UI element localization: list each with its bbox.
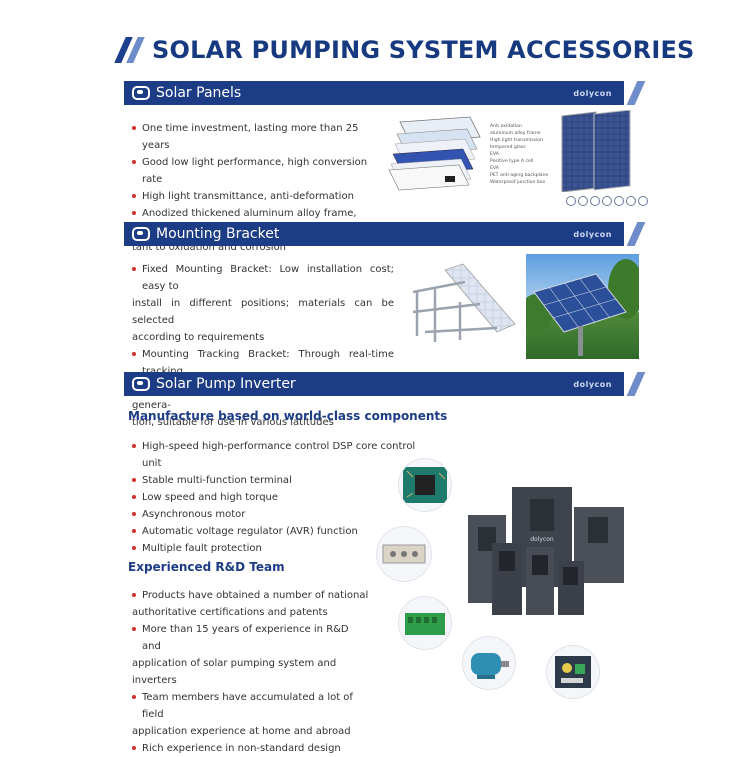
legend-label: Waterproof junction box xyxy=(490,180,546,185)
list-item: Stable multi-function terminal xyxy=(132,472,432,489)
page-title: SOLAR PUMPING SYSTEM ACCESSORIES xyxy=(152,36,695,64)
terminal-block-image xyxy=(398,596,452,650)
certification-icon xyxy=(638,196,648,206)
brand-label: dolycon xyxy=(573,379,612,389)
legend-label: aluminum alloy frame xyxy=(490,131,541,136)
solar-panels-photo xyxy=(561,110,631,192)
inverter-unit-right xyxy=(574,507,624,583)
motor-icon xyxy=(471,653,509,679)
subheading-components: Manufacture based on world-class compone… xyxy=(128,409,448,423)
title-row: SOLAR PUMPING SYSTEM ACCESSORIES xyxy=(114,30,695,70)
dsp-chip-image xyxy=(398,458,452,512)
inverter-unit-front-3 xyxy=(558,561,584,615)
panel-diagram-legend: Anti oxidation aluminum alloy frame High… xyxy=(490,123,548,186)
inverter-component-bullets: High-speed high-performance control DSP … xyxy=(132,438,432,557)
section-title-inverter: Solar Pump Inverter xyxy=(156,376,296,392)
legend-label: Positive type A cell xyxy=(490,159,534,164)
list-item: High-speed high-performance control DSP … xyxy=(132,438,432,472)
section-bar-mounting-bracket: Mounting Bracket dolycon xyxy=(124,222,624,246)
rd-team-bullets: Products have obtained a number of natio… xyxy=(132,587,370,757)
tracking-bracket-photo xyxy=(526,254,639,359)
list-item-continuation: application experience at home and abroa… xyxy=(132,726,351,737)
legend-label: tempered glass xyxy=(490,145,526,150)
list-item: More than 15 years of experience in R&D … xyxy=(132,621,370,655)
bar-tail-icon xyxy=(626,372,646,396)
section-title-solar-panels: Solar Panels xyxy=(156,85,242,101)
subheading-rd-team: Experienced R&D Team xyxy=(128,560,285,574)
inverter-brand-label: dolycon xyxy=(530,536,554,543)
section-bar-inverter: Solar Pump Inverter dolycon xyxy=(124,372,624,396)
bar-tail-icon xyxy=(626,81,646,105)
list-item: One time investment, lasting more than 2… xyxy=(132,120,382,154)
motor-image xyxy=(462,636,516,690)
certification-icon xyxy=(578,196,588,206)
legend-label: EVA xyxy=(490,152,499,157)
bar-tail-icon xyxy=(626,222,646,246)
list-item-continuation: according to requirements xyxy=(132,332,265,343)
igbt-module-image xyxy=(376,526,432,582)
panel-layers-diagram xyxy=(388,116,481,191)
certification-icon xyxy=(602,196,612,206)
list-item: Rich experience in non-standard design xyxy=(132,740,370,757)
tracking-bracket-scene xyxy=(526,259,639,356)
certification-icon xyxy=(626,196,636,206)
inverter-products-image: dolycon xyxy=(468,487,624,615)
list-item: Low speed and high torque xyxy=(132,489,432,506)
list-item: Mounting Tracking Bracket: Through real-… xyxy=(132,346,394,380)
certification-icons xyxy=(566,196,648,206)
list-item-continuation: authoritative certifications and patents xyxy=(132,607,328,618)
fixed-bracket-drawing xyxy=(412,263,516,342)
list-item: Products have obtained a number of natio… xyxy=(132,587,370,604)
legend-label: Anti oxidation xyxy=(490,124,522,129)
certification-icon xyxy=(590,196,600,206)
certification-icon xyxy=(614,196,624,206)
legend-label: High light transmission xyxy=(490,138,544,143)
brand-logo-icon xyxy=(132,377,150,391)
section-title-mounting-bracket: Mounting Bracket xyxy=(156,226,280,242)
chip-icon xyxy=(403,467,447,503)
inverter-unit-front-1 xyxy=(492,543,522,615)
list-item: Fixed Mounting Bracket: Low installation… xyxy=(132,261,394,295)
circuit-board-icon xyxy=(555,656,591,688)
list-item: Multiple fault protection xyxy=(132,540,432,557)
section-bar-solar-panels: Solar Panels dolycon xyxy=(124,81,624,105)
list-item: Team members have accumulated a lot of f… xyxy=(132,689,370,723)
brand-logo-icon xyxy=(132,227,150,241)
list-item-continuation: tant to oxidation and corrosion xyxy=(132,242,287,253)
inverter-unit-front-2 xyxy=(526,547,554,615)
mounting-bracket-bullets: Fixed Mounting Bracket: Low installation… xyxy=(132,261,394,431)
list-item-continuation: install in different positions; material… xyxy=(132,298,394,326)
list-item: Asynchronous motor xyxy=(132,506,432,523)
list-item-continuation: application of solar pumping system and … xyxy=(132,658,337,686)
brand-logo-icon xyxy=(132,86,150,100)
brand-label: dolycon xyxy=(573,229,612,239)
list-item: High light transmittance, anti-deformati… xyxy=(132,188,382,205)
list-item: Automatic voltage regulator (AVR) functi… xyxy=(132,523,432,540)
power-board-image xyxy=(546,645,600,699)
terminal-icon xyxy=(405,613,445,635)
module-icon xyxy=(382,544,426,564)
legend-label: PET anti-aging backplane xyxy=(490,173,549,178)
brand-label: dolycon xyxy=(573,88,612,98)
certification-icon xyxy=(566,196,576,206)
legend-label: EVA xyxy=(490,166,499,171)
list-item: Good low light performance, high convers… xyxy=(132,154,382,188)
list-item-continuation: tion, suitable for use in various latitu… xyxy=(132,417,334,428)
